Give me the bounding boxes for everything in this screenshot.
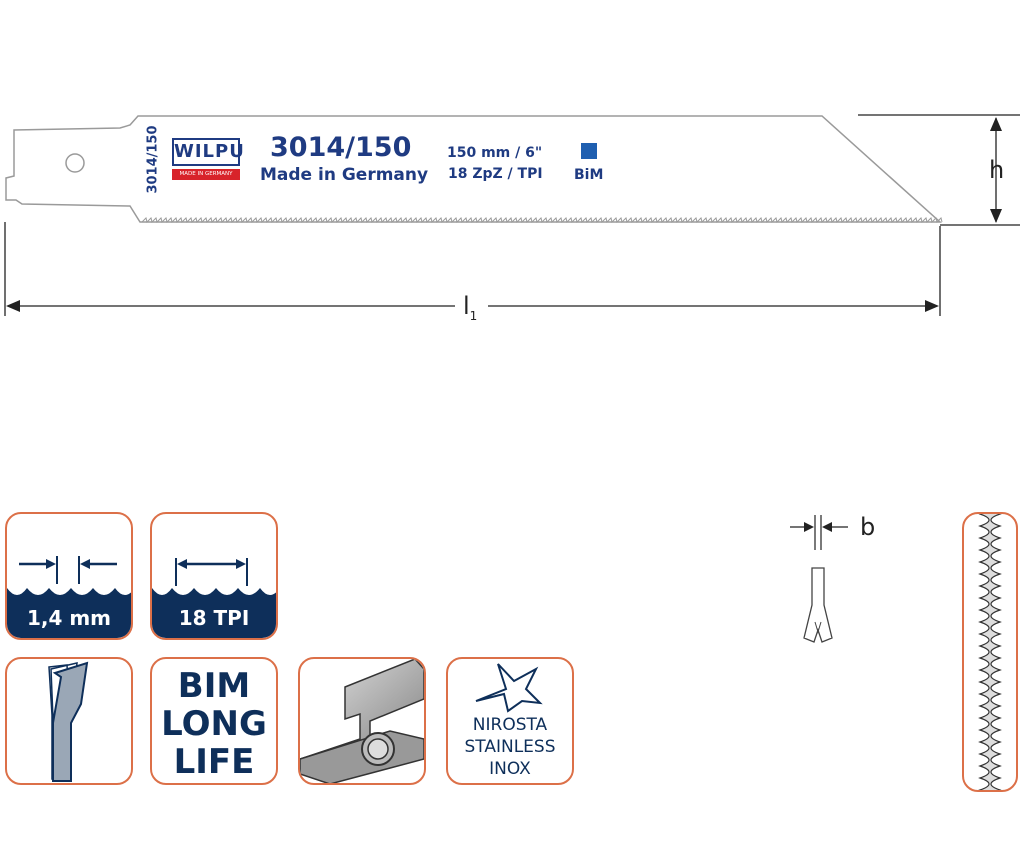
length-label-sub: 1	[469, 308, 478, 323]
blade-cross-section	[803, 567, 833, 643]
material-line1: NIROSTA	[472, 715, 548, 735]
material-line3: INOX	[489, 759, 531, 779]
wavy-set-icon	[978, 514, 1002, 790]
brand-subtitle: MADE IN GERMANY	[172, 169, 240, 180]
thickness-diagram	[790, 515, 848, 643]
length-label: l1	[463, 292, 477, 323]
tpi-value: 18 TPI	[178, 606, 250, 630]
stainless-tile: NIROSTA STAINLESS INOX	[446, 657, 574, 785]
metal-profiles-icon	[300, 659, 424, 783]
bim-long-life-tile: BIM LONG LIFE	[150, 657, 278, 785]
blade-teeth	[141, 217, 943, 223]
origin-text: Made in Germany	[260, 165, 429, 185]
tpi-icon	[152, 558, 276, 638]
bim-line2: LONG	[161, 704, 267, 744]
wilpu-logo: WILPU MADE IN GERMANY	[172, 138, 244, 180]
metal-profiles-tile	[298, 657, 426, 785]
tpi-tile: 18 TPI	[150, 512, 278, 640]
length-text: 150 mm / 6"	[447, 145, 543, 161]
blade-side-code: 3014/150	[145, 125, 161, 194]
height-label: h	[989, 156, 1005, 184]
brand-name: WILPU	[172, 138, 244, 166]
tooth-pitch-icon	[7, 556, 131, 638]
tooth-pitch-tile: 1,4 mm	[5, 512, 133, 640]
teeth-text: 18 ZpZ / TPI	[448, 166, 543, 182]
model-number: 3014/150	[270, 132, 412, 163]
tooth-set-strip	[962, 512, 1018, 792]
material-line2: STAINLESS	[464, 737, 556, 757]
flexible-blade-icon	[48, 661, 89, 782]
tooth-pitch-value: 1,4 mm	[26, 606, 112, 630]
flexible-blade-tile	[5, 657, 133, 785]
material-color-square	[581, 143, 597, 159]
thickness-label: b	[860, 513, 876, 541]
length-label-main: l	[463, 292, 470, 320]
bim-line3: LIFE	[173, 742, 255, 782]
mounting-hole	[65, 153, 85, 173]
material-text: BiM	[574, 167, 604, 183]
spark-star-icon	[475, 663, 543, 713]
bim-line1: BIM	[177, 666, 251, 706]
